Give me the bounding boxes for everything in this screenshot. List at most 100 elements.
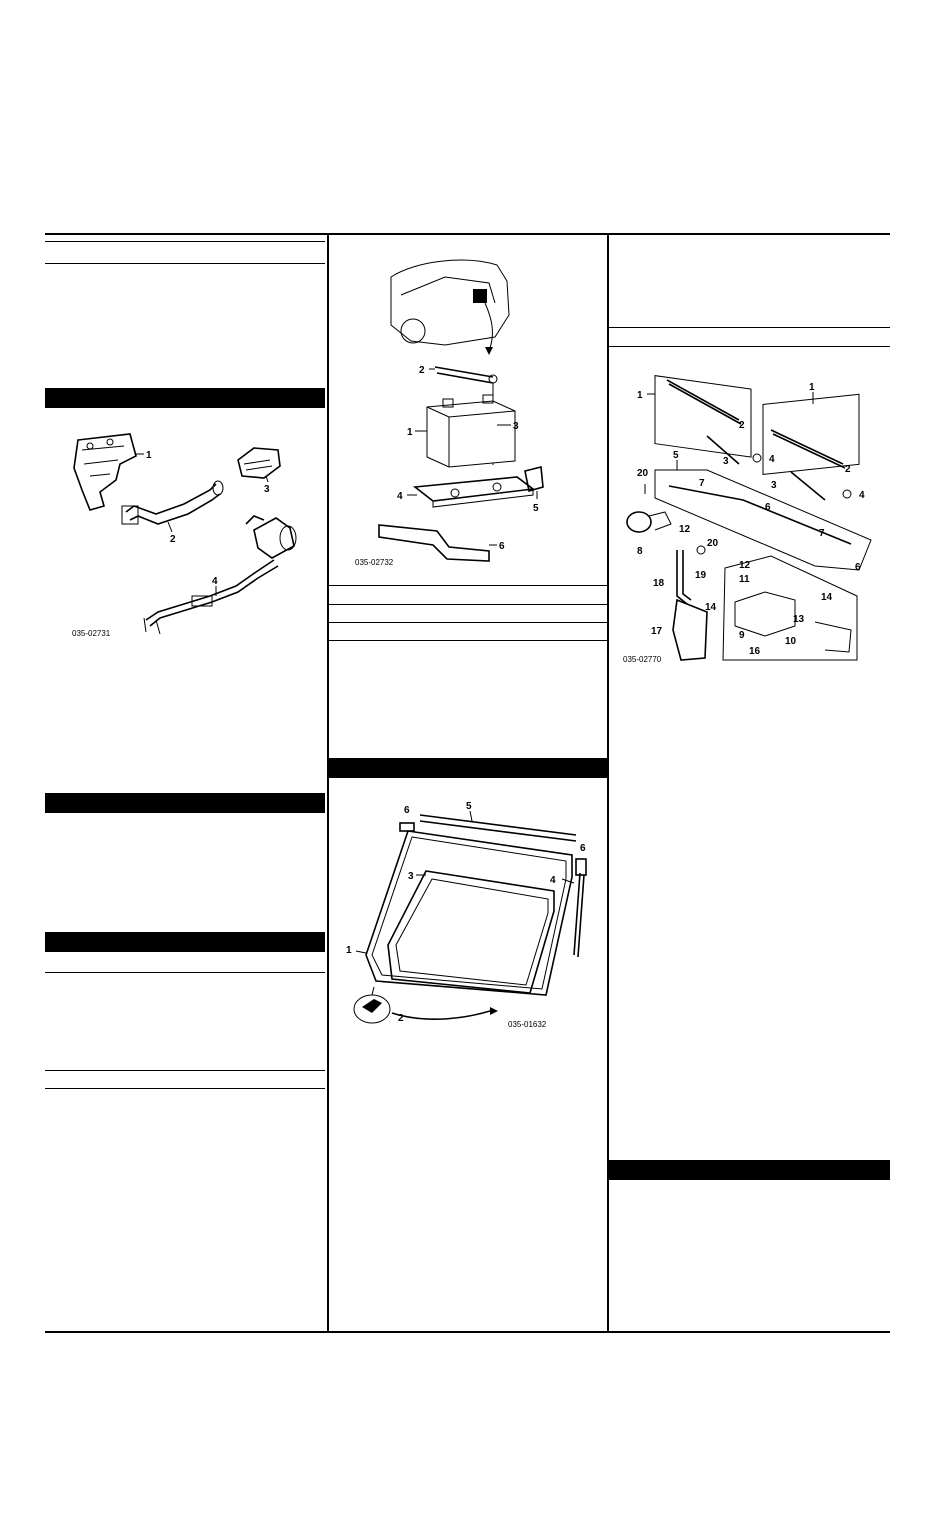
- front-arm-part: [706, 435, 740, 465]
- exhaust-callout-4: 4: [212, 576, 218, 587]
- col2-rule-a: [329, 585, 607, 586]
- windshield-callout-1: 1: [346, 945, 352, 956]
- catalytic-converter-part: [237, 447, 281, 479]
- col2-rule-d: [329, 640, 607, 641]
- battery-part: [426, 394, 516, 468]
- washer-tank-part: [734, 591, 796, 637]
- wiper-callout-4b: 4: [859, 490, 865, 501]
- linkage-rod-part: [668, 485, 852, 545]
- col1-rule-e: [45, 1088, 325, 1089]
- exhaust-callout-1: 1: [146, 450, 152, 461]
- page-top-rule: [45, 233, 890, 235]
- front-blade-box: [654, 375, 752, 458]
- windshield-callout-2: 2: [398, 1013, 404, 1024]
- wiper-callout-14: 14: [821, 592, 833, 603]
- wiper-callout-7b: 7: [819, 528, 825, 539]
- washer-nozzle-part: [696, 545, 706, 555]
- wiper-callout-8: 8: [637, 546, 643, 557]
- windshield-callout-3: 3: [408, 871, 414, 882]
- side-molding-part: [573, 872, 585, 958]
- wiper-callout-19: 19: [695, 570, 707, 581]
- col1-rule-c: [45, 972, 325, 973]
- wiper-callout-2b: 2: [845, 464, 851, 475]
- page-bottom-rule: [45, 1331, 890, 1333]
- battery-location-mark: [473, 289, 487, 303]
- wiper-callout-15: 10: [785, 636, 797, 647]
- windshield-callout-6a: 6: [404, 805, 410, 816]
- car-rear-outline: [390, 259, 510, 355]
- wiper-washer-diagram: 1 2 1 2 3 4 3 4 5 20 7 6 7 6 8 12 20 19 …: [623, 375, 872, 664]
- wiper-callout-12b: 12: [739, 560, 751, 571]
- muffler-pipe-part: [143, 515, 297, 635]
- battery-clamp-part: [524, 465, 544, 493]
- rear-arm-nut: [842, 489, 852, 499]
- wiper-callout-18: 18: [653, 578, 665, 589]
- linkage-box: [654, 469, 872, 571]
- exhaust-figure-id: 035-02731: [72, 629, 111, 638]
- windshield-figure-id: 035-01632: [508, 1020, 547, 1029]
- front-blade-part: [666, 379, 742, 425]
- battery-callout-5: 5: [533, 503, 539, 514]
- wiper-callout-6b: 6: [855, 562, 861, 573]
- col3-rule-a: [609, 327, 890, 328]
- wiper-callout-10: 9: [739, 630, 745, 641]
- wiper-callout-11: 11: [739, 574, 750, 585]
- wiper-callout-16: 16: [749, 646, 761, 657]
- windshield-callout-4: 4: [550, 875, 556, 886]
- glass-outer-part: [365, 830, 573, 996]
- col2-rule-c: [329, 622, 607, 623]
- battery-diagram: 2 1 3 4 5 6 035-02732: [355, 259, 544, 567]
- wiper-callout-12a: 12: [679, 524, 691, 535]
- front-pipe-part: [121, 480, 224, 525]
- rear-blade-part: [770, 429, 846, 469]
- upper-molding-part: [419, 814, 577, 842]
- wiper-motor-part: [626, 511, 672, 533]
- col2-section-bar-1: [329, 758, 607, 778]
- washer-pump-part: [672, 598, 708, 661]
- col1-rule-b: [45, 263, 325, 264]
- battery-callout-2: 2: [419, 365, 425, 376]
- wiper-callout-2a: 2: [739, 420, 745, 431]
- wiper-callout-4a: 4: [769, 454, 775, 465]
- corner-piece-right: [575, 858, 587, 876]
- exhaust-callout-2: 2: [170, 534, 176, 545]
- battery-callout-3: 3: [513, 421, 519, 432]
- tank-bracket-part: [814, 621, 852, 653]
- exhaust-callout-3: 3: [264, 484, 270, 495]
- wiper-callout-9: 14: [705, 602, 717, 613]
- wiper-callout-1a: 1: [637, 390, 643, 401]
- corner-piece-left: [399, 822, 415, 832]
- washer-tank-box: [722, 555, 858, 661]
- wiper-callout-5: 5: [673, 450, 679, 461]
- battery-figure-id: 035-02732: [355, 558, 394, 567]
- wiper-callout-7a: 7: [699, 478, 705, 489]
- battery-callout-1: 1: [407, 427, 413, 438]
- col1-rule-d: [45, 1070, 325, 1071]
- wiper-callout-20b: 20: [707, 538, 719, 549]
- front-arm-nut: [752, 453, 762, 463]
- glass-inner-part: [387, 870, 555, 994]
- col1-section-bar-3: [45, 932, 325, 952]
- wiper-figure-id: 035-02770: [623, 655, 662, 664]
- battery-support-part: [378, 524, 490, 562]
- wiper-callout-13: 13: [793, 614, 805, 625]
- exhaust-diagram: 1 2 3 4 035-02731: [72, 433, 297, 638]
- wiper-callout-6a: 6: [765, 502, 771, 513]
- col1-section-bar-1: [45, 388, 325, 408]
- wiper-callout-17: 17: [651, 626, 663, 637]
- wiper-callout-1b: 1: [809, 382, 815, 393]
- column-divider-1: [327, 233, 329, 1333]
- exhaust-manifold-part: [73, 433, 137, 511]
- wiper-callout-3a: 3: [723, 456, 729, 467]
- col1-rule-a: [45, 241, 325, 242]
- windshield-callout-6b: 6: [580, 843, 586, 854]
- col1-section-bar-2: [45, 793, 325, 813]
- battery-callout-6: 6: [499, 541, 505, 552]
- col2-rule-b: [329, 604, 607, 605]
- windshield-callout-5: 5: [466, 801, 472, 812]
- col3-rule-b: [609, 346, 890, 347]
- rear-arm-part: [790, 471, 826, 501]
- column-divider-2: [607, 233, 609, 1333]
- battery-tray-part: [412, 476, 536, 508]
- battery-callout-4: 4: [397, 491, 403, 502]
